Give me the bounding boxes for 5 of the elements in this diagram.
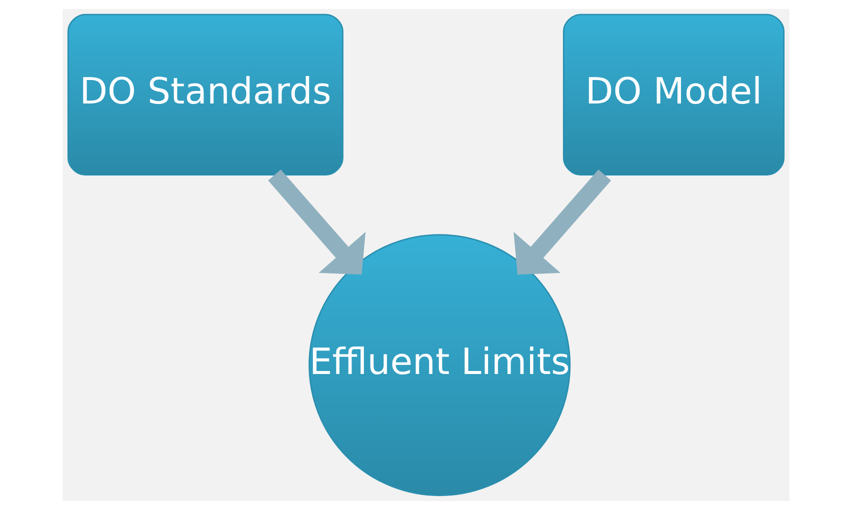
node-box: DO Model <box>562 13 785 176</box>
node-circle: Effluent Limits <box>308 234 571 496</box>
arrow <box>514 168 612 274</box>
arrow <box>268 168 366 274</box>
node-box: DO Standards <box>67 13 344 176</box>
